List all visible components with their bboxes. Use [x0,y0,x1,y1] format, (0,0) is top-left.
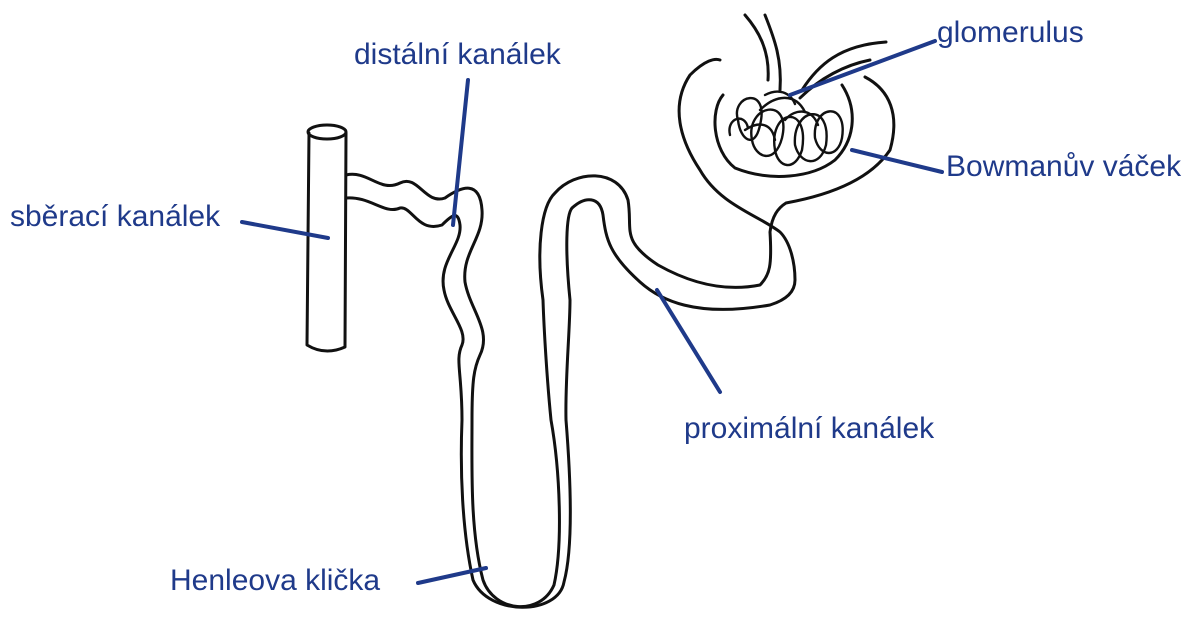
label-henle-loop: Henleova klička [170,564,380,598]
nephron-tubule [346,59,894,607]
label-bowman-capsule: Bowmanův váček [946,150,1181,184]
leader-collecting [242,222,328,238]
label-proximal-tubule: proximální kanálek [684,412,934,446]
label-glomerulus: glomerulus [937,16,1084,50]
label-collecting-duct: sběrací kanálek [10,200,220,234]
tubule-outer-wall [346,77,894,607]
tubule-inner-wall [346,59,795,607]
label-distal-tubule: distální kanálek [354,38,561,72]
leader-distal [453,80,468,225]
leader-henle [418,568,486,583]
leader-glomerulus [790,41,935,95]
leader-bowman [852,150,942,172]
leader-lines [242,41,942,583]
